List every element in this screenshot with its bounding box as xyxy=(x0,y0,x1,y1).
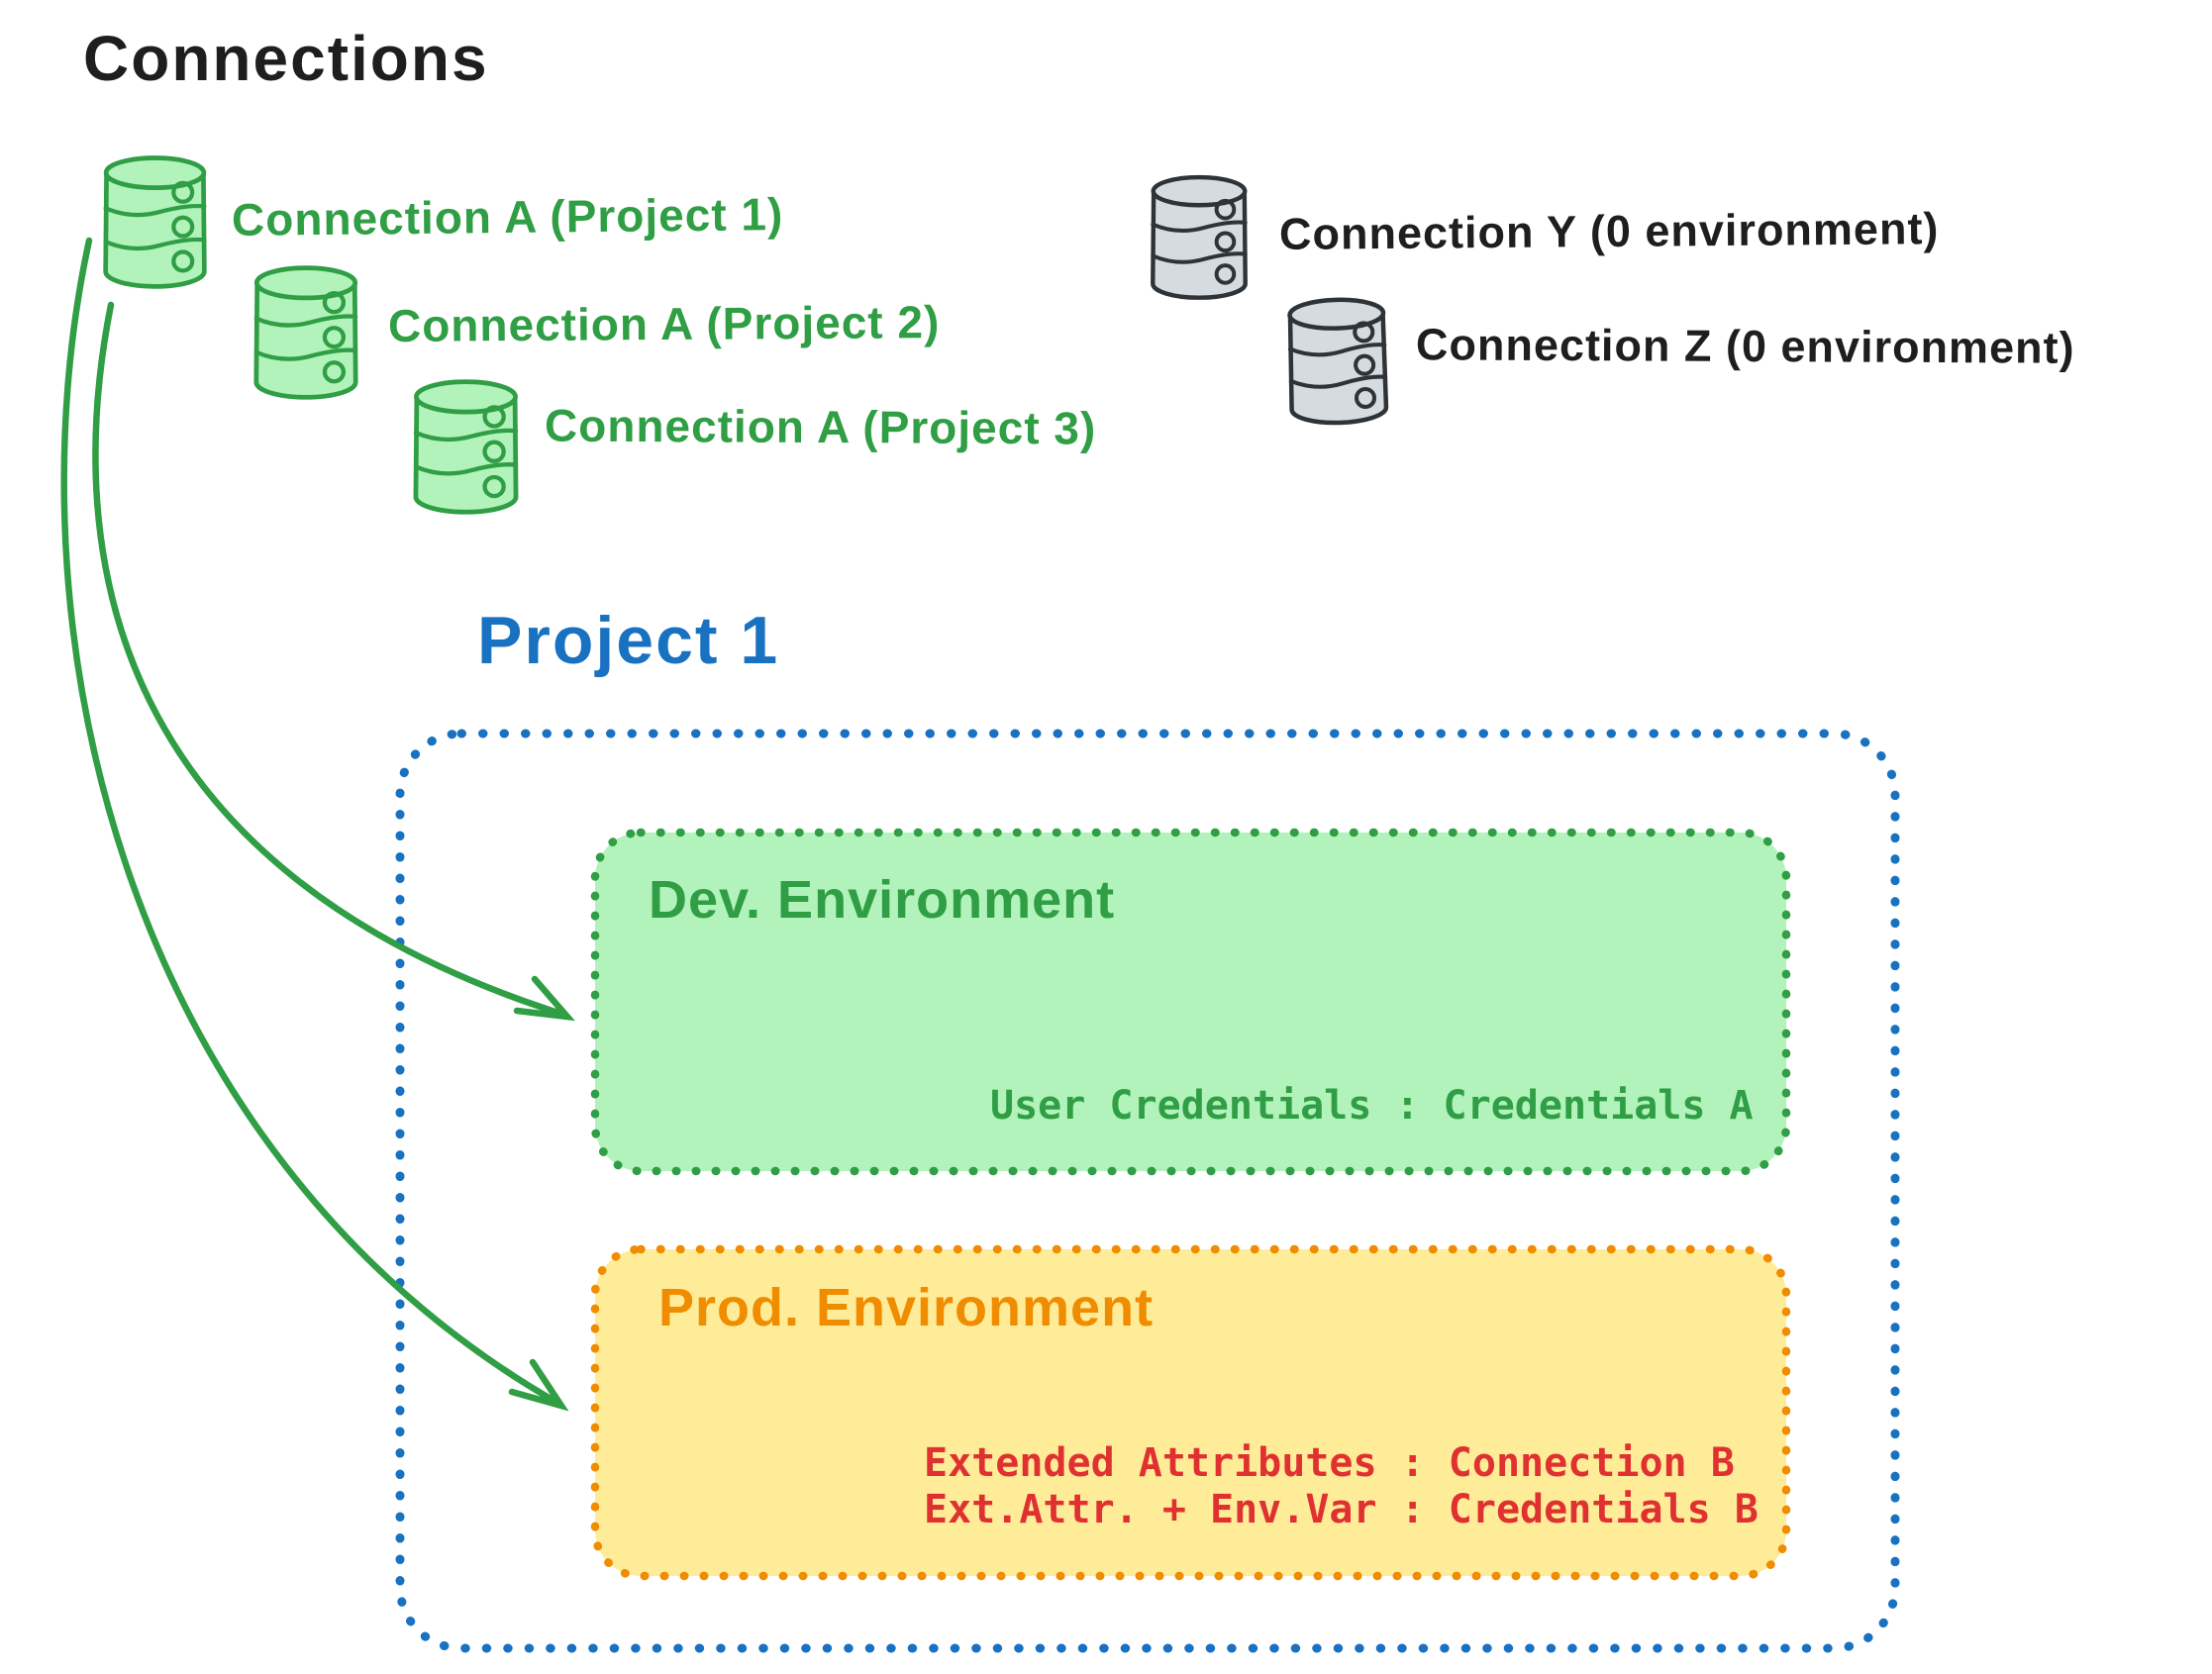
prod-mapping-extended-attributes: Extended Attributes : Connection B xyxy=(924,1440,1735,1486)
database-icon-connection-a-project-3 xyxy=(409,374,523,518)
arrow-connection-a-to-dev xyxy=(92,301,575,1022)
connection-label: Connection Z (0 environment) xyxy=(1415,319,2075,373)
prod-mapping-ext-attr-env-var: Ext.Attr. + Env.Var : Credentials B xyxy=(924,1487,1759,1532)
connection-label: Connection Y (0 environment) xyxy=(1278,203,1940,259)
prod-credentials-mappings: Extended Attributes : Connection B Ext.A… xyxy=(924,1440,1759,1533)
project-1-container-box xyxy=(395,729,1900,1653)
database-icon-connection-a-project-2 xyxy=(250,260,362,403)
project-1-title: Project 1 xyxy=(477,603,780,678)
prod-environment-box xyxy=(590,1244,1791,1581)
prod-environment-title: Prod. Environment xyxy=(658,1278,1155,1337)
dev-environment-box xyxy=(590,828,1791,1176)
dev-credentials-mapping: User Credentials : Credentials A xyxy=(990,1083,1754,1129)
connection-label: Connection A (Project 1) xyxy=(231,188,784,246)
database-icon-connection-y xyxy=(1146,170,1253,303)
arrow-connection-a-to-prod xyxy=(60,237,569,1412)
database-icon-connection-z xyxy=(1282,290,1393,432)
page-title: Connections xyxy=(83,23,489,94)
dev-environment-title: Dev. Environment xyxy=(649,870,1116,930)
database-icon-connection-a-project-1 xyxy=(99,150,211,292)
connection-label: Connection A (Project 2) xyxy=(387,296,941,351)
connection-label: Connection A (Project 3) xyxy=(544,399,1097,454)
